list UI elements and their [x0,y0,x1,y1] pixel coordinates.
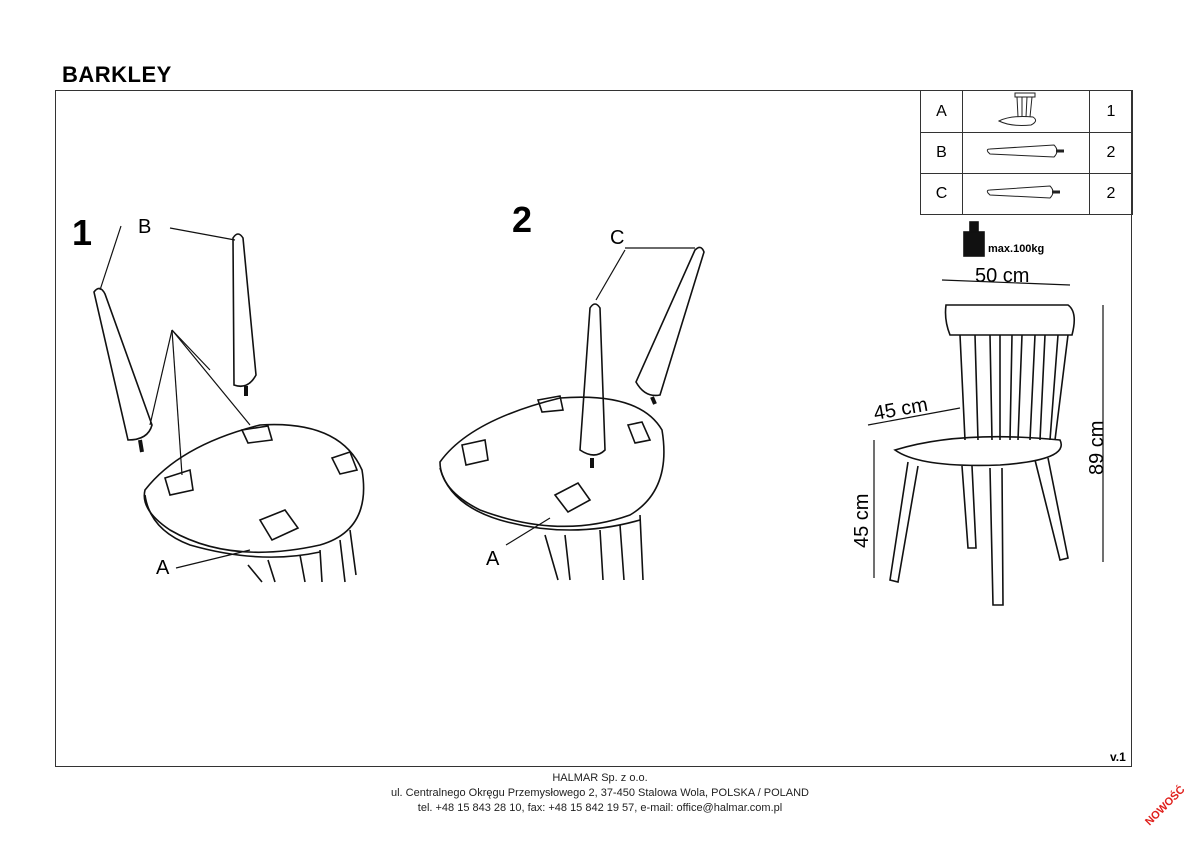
parts-row-b: B 2 [920,132,1133,174]
height-dimension: 89 cm [1086,421,1108,475]
step-2: 2 C A [439,199,705,581]
part-label: B [920,132,963,174]
leg-c-right [635,246,705,405]
part-qty: 2 [1089,132,1133,174]
step-1-seat-label: A [156,557,170,579]
product-title: BARKLEY [62,62,172,87]
weight-icon [963,221,985,257]
instruction-frame [55,90,1132,767]
seat-a [439,395,665,581]
part-qty: 1 [1089,90,1133,133]
seat-height-dimension: 45 cm [851,494,873,548]
chair-seat-icon [962,90,1090,133]
depth-dimension: 45 cm [872,394,929,425]
step-1-number: 1 [72,212,92,253]
leader-lines [505,247,695,546]
chair-drawing [889,304,1076,606]
step-2-seat-label: A [486,548,500,570]
chair-dimensions: max.100kg 50 cm 45 cm 45 cm 89 cm [851,221,1108,606]
leg-icon [962,132,1090,174]
footer-address: ul. Centralnego Okręgu Przemysłowego 2, … [390,787,809,799]
step-2-leg-label: C [610,227,624,249]
parts-table: A 1 B 2 C 2 [920,90,1133,215]
leader-lines [99,225,251,569]
version-label: v.1 [1110,750,1126,764]
leg-c-center [579,303,606,468]
leg-b-right [232,233,257,396]
footer-contact: tel. +48 15 843 28 10, fax: +48 15 842 1… [417,802,783,814]
step-1: 1 B A [72,212,365,583]
width-dimension: 50 cm [975,265,1029,287]
width-arrow [941,279,1071,286]
seat-a [143,423,365,583]
max-load-label: max.100kg [988,243,1044,255]
leg-icon [962,173,1090,215]
part-qty: 2 [1089,173,1133,215]
parts-row-a: A 1 [920,90,1133,133]
footer: HALMAR Sp. z o.o. ul. Centralnego Okręgu… [0,771,1200,816]
part-label: A [920,90,963,133]
step-2-number: 2 [512,199,532,240]
parts-row-c: C 2 [920,173,1133,215]
leg-b-left [93,287,153,453]
part-label: C [920,173,963,215]
footer-company: HALMAR Sp. z o.o. [552,772,648,784]
step-1-leg-label: B [138,216,151,238]
